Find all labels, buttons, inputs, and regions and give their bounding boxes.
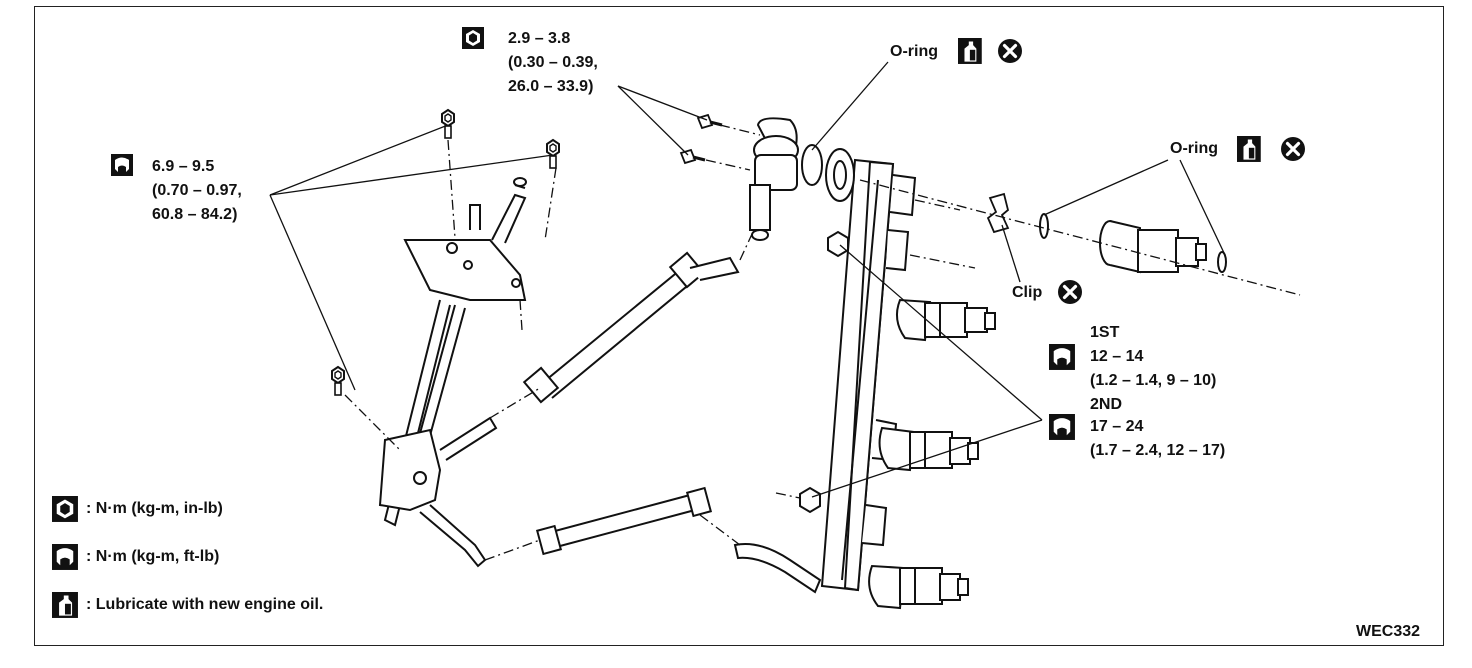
torque-first-detail: (1.2 – 1.4, 9 – 10) [1090, 372, 1217, 389]
bolt-a [441, 109, 455, 139]
socket-wrench-icon [462, 27, 484, 49]
oil-can-icon [1237, 136, 1261, 162]
torque-first-label: 1ST [1090, 324, 1120, 341]
open-wrench-icon [111, 154, 133, 176]
pressure-regulator [749, 117, 855, 241]
clip-label: Clip [1012, 284, 1043, 301]
injector-2 [878, 426, 979, 472]
figure-code: WEC332 [1356, 623, 1421, 640]
socket-wrench-icon [52, 496, 78, 522]
do-not-reuse-icon [1058, 280, 1082, 304]
clip-part [986, 192, 1010, 234]
torque-second-detail: (1.7 – 2.4, 12 – 17) [1090, 442, 1226, 459]
torque-left-range: 6.9 – 9.5 [152, 158, 215, 175]
nut-lower [799, 486, 821, 514]
legend-nm-inlb: : N·m (kg-m, in-lb) [86, 500, 223, 517]
fuel-tube-assembly [378, 177, 822, 594]
assembly-lines [344, 124, 1301, 561]
injector-exploded [1039, 213, 1227, 274]
do-not-reuse-icon [1281, 137, 1305, 161]
injector-3 [868, 564, 969, 610]
do-not-reuse-icon [998, 39, 1022, 63]
leader-lines [269, 61, 1226, 498]
torque-second-label: 2ND [1090, 396, 1123, 413]
fuel-rail [820, 158, 917, 592]
bolt-b [546, 139, 560, 169]
injector-1 [895, 298, 996, 342]
screw-b [679, 148, 706, 165]
nut-upper [827, 230, 849, 258]
oring-right-label: O-ring [1170, 140, 1218, 157]
open-wrench-icon [1049, 344, 1075, 370]
torque-top-range: 2.9 – 3.8 [508, 30, 571, 47]
torque-second-range: 17 – 24 [1090, 418, 1144, 435]
open-wrench-icon [52, 544, 78, 570]
torque-first-range: 12 – 14 [1090, 348, 1144, 365]
screw-a [696, 113, 723, 130]
legend-lubricate: : Lubricate with new engine oil. [86, 596, 324, 613]
oil-can-icon [958, 38, 982, 64]
torque-left-ftlb: 60.8 – 84.2) [152, 206, 238, 223]
torque-left-kgm: (0.70 – 0.97, [152, 182, 242, 199]
oring-upper-label: O-ring [890, 43, 938, 60]
diagram-frame [34, 6, 1444, 646]
open-wrench-icon [1049, 414, 1075, 440]
legend-nm-ftlb: : N·m (kg-m, ft-lb) [86, 548, 220, 565]
torque-top-kgm: (0.30 – 0.39, [508, 54, 598, 71]
torque-top-inlb: 26.0 – 33.9) [508, 78, 594, 95]
bolt-c [331, 366, 345, 396]
oil-can-icon [52, 592, 78, 618]
